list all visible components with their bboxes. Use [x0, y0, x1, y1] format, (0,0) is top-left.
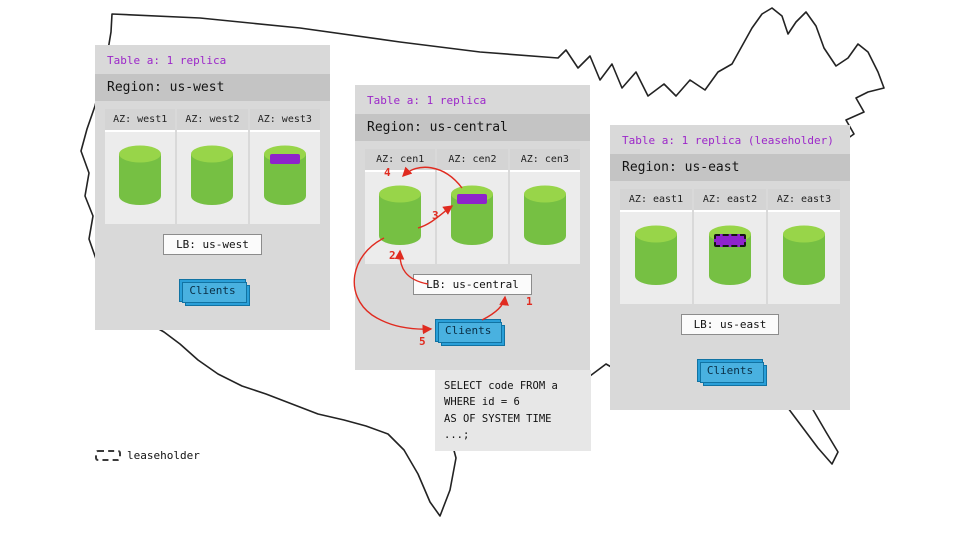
az-column: AZ: east1	[620, 189, 692, 304]
replica-band	[457, 194, 488, 204]
database-cylinder-icon	[783, 225, 825, 285]
az-column: AZ: cen2	[437, 149, 508, 264]
leaseholder-band	[714, 234, 746, 247]
az-label: AZ: west3	[249, 109, 320, 132]
az-column: AZ: east3	[768, 189, 840, 304]
leaseholder-legend-icon	[95, 450, 121, 461]
load-balancer-box: LB: us-east	[680, 314, 780, 335]
flow-step-4: 4	[384, 166, 391, 179]
az-column: AZ: west1	[105, 109, 176, 224]
sql-line: AS OF SYSTEM TIME ...;	[444, 412, 552, 441]
clients-box: Clients	[179, 279, 246, 302]
az-label: AZ: cen2	[437, 149, 508, 172]
az-column: AZ: east2	[694, 189, 766, 304]
az-label: AZ: west1	[105, 109, 176, 132]
database-cylinder-icon	[191, 145, 234, 205]
az-label: AZ: cen1	[365, 149, 436, 172]
database-cylinder-icon	[635, 225, 677, 285]
clients-box: Clients	[696, 359, 764, 382]
flow-step-1: 1	[526, 295, 533, 308]
replica-band	[269, 154, 300, 164]
region-title: Region: us-east	[610, 154, 850, 181]
sql-line: SELECT code FROM a	[444, 380, 558, 392]
load-balancer-box: LB: us-central	[413, 274, 532, 295]
legend: leaseholder	[95, 449, 200, 462]
az-column: AZ: cen1	[365, 149, 436, 264]
clients-box: Clients	[435, 319, 502, 342]
az-label: AZ: east2	[694, 189, 766, 212]
az-label: AZ: west2	[177, 109, 248, 132]
legend-label: leaseholder	[127, 449, 200, 462]
table-replica-label: Table a: 1 replica	[367, 94, 487, 107]
database-cylinder-icon	[523, 185, 566, 245]
az-column: AZ: west3	[249, 109, 320, 224]
region-title: Region: us-west	[95, 74, 330, 101]
az-label: AZ: east1	[620, 189, 692, 212]
region-panel-us-central: Table a: 1 replica Region: us-central AZ…	[355, 85, 590, 370]
database-cylinder-icon	[379, 185, 422, 245]
flow-step-3: 3	[432, 209, 439, 222]
table-replica-label: Table a: 1 replica	[107, 54, 227, 67]
az-label: AZ: east3	[768, 189, 840, 212]
az-row: AZ: cen1 AZ: cen2	[365, 149, 580, 264]
load-balancer-box: LB: us-west	[163, 234, 262, 255]
region-title: Region: us-central	[355, 114, 590, 141]
flow-step-5: 5	[419, 335, 426, 348]
az-column: AZ: cen3	[509, 149, 580, 264]
az-row: AZ: west1 AZ: west2 AZ:	[105, 109, 320, 224]
region-panel-us-west: Table a: 1 replica Region: us-west AZ: w…	[95, 45, 330, 330]
az-label: AZ: cen3	[509, 149, 580, 172]
sql-line: WHERE id = 6	[444, 396, 520, 409]
database-cylinder-icon	[119, 145, 162, 205]
az-row: AZ: east1 AZ: east2	[620, 189, 840, 304]
table-replica-label: Table a: 1 replica (leaseholder)	[622, 134, 834, 147]
az-column: AZ: west2	[177, 109, 248, 224]
region-panel-us-east: Table a: 1 replica (leaseholder) Region:…	[610, 125, 850, 410]
sql-query-note: SELECT code FROM a WHERE id = 6 AS OF SY…	[435, 370, 591, 452]
flow-step-2: 2	[389, 249, 396, 262]
